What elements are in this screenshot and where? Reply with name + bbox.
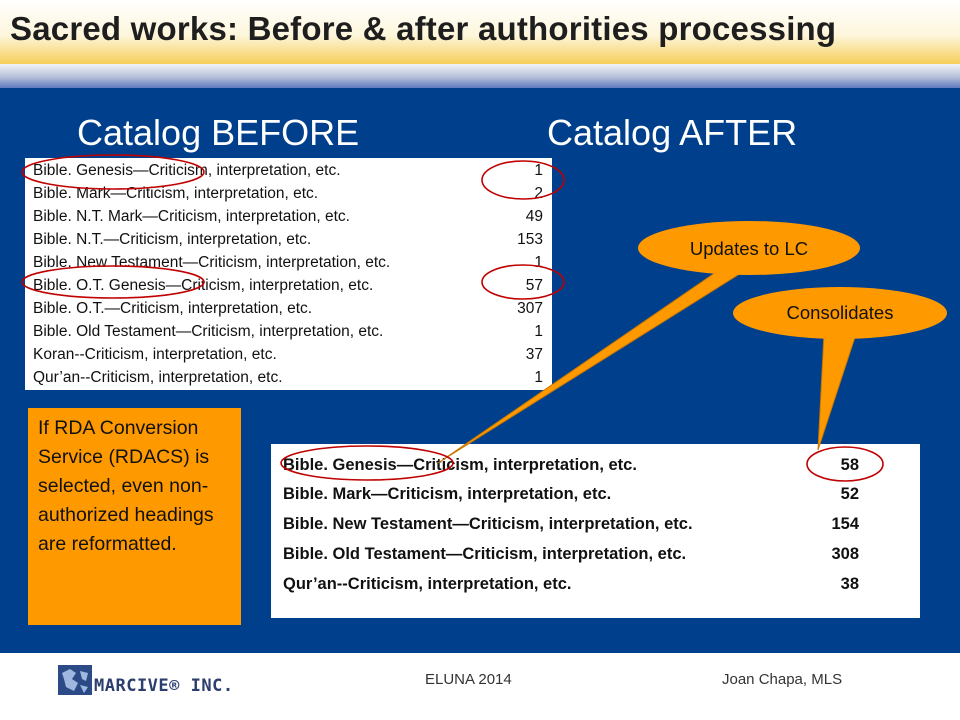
row-heading: Bible. N.T. Mark—Criticism, interpretati… <box>33 208 350 225</box>
title-stripe <box>0 64 960 88</box>
row-count: 153 <box>517 231 543 248</box>
marcive-logo <box>58 665 92 695</box>
row-heading: Bible. Genesis—Criticism, interpretation… <box>283 456 637 474</box>
row-count: 307 <box>517 300 543 317</box>
after-table: Bible. Genesis—Criticism, interpretation… <box>271 444 920 618</box>
table-row: Bible. Old Testament—Criticism, interpre… <box>33 323 543 346</box>
row-heading: Bible. N.T.—Criticism, interpretation, e… <box>33 231 312 248</box>
row-heading: Bible. New Testament—Criticism, interpre… <box>33 254 391 271</box>
row-heading: Qur’an--Criticism, interpretation, etc. <box>33 369 283 386</box>
table-row: Koran--Criticism, interpretation, etc. 3… <box>33 346 543 369</box>
rdacs-note: If RDA Conversion Service (RDACS) is sel… <box>28 408 241 625</box>
row-count: 57 <box>525 277 543 294</box>
logo-text: MARCIVE® INC. <box>94 676 234 696</box>
slide-title: Sacred works: Before & after authorities… <box>10 10 837 47</box>
row-count: 308 <box>831 545 859 563</box>
row-heading: Bible. O.T. Genesis—Criticism, interpret… <box>33 277 374 294</box>
row-heading: Bible. Old Testament—Criticism, interpre… <box>33 323 384 340</box>
row-heading: Bible. Old Testament—Criticism, interpre… <box>283 545 687 563</box>
table-row: Bible. N.T. Mark—Criticism, interpretati… <box>33 208 543 231</box>
table-row: Bible. Old Testament—Criticism, interpre… <box>283 545 859 571</box>
row-heading: Bible. Mark—Criticism, interpretation, e… <box>283 485 612 503</box>
table-row: Bible. Mark—Criticism, interpretation, e… <box>33 185 543 208</box>
row-count: 1 <box>534 162 543 179</box>
table-row: Qur’an--Criticism, interpretation, etc. … <box>33 369 543 392</box>
row-count: 49 <box>525 208 543 225</box>
table-row: Bible. N.T.—Criticism, interpretation, e… <box>33 231 543 254</box>
table-row: Bible. O.T.—Criticism, interpretation, e… <box>33 300 543 323</box>
table-row: Bible. Genesis—Criticism, interpretation… <box>283 456 859 482</box>
row-count: 1 <box>534 254 543 271</box>
row-count: 58 <box>840 456 859 474</box>
before-table: Bible. Genesis—Criticism, interpretation… <box>25 158 552 390</box>
row-count: 37 <box>525 346 543 363</box>
heading-catalog-before: Catalog BEFORE <box>77 112 360 153</box>
row-count: 52 <box>840 485 859 503</box>
footer-presenter: Joan Chapa, MLS <box>722 671 843 688</box>
row-heading: Bible. Genesis—Criticism, interpretation… <box>33 162 341 179</box>
table-row: Qur’an--Criticism, interpretation, etc. … <box>283 575 859 601</box>
table-row: Bible. Genesis—Criticism, interpretation… <box>33 162 543 185</box>
row-count: 1 <box>534 369 543 386</box>
table-row: Bible. New Testament—Criticism, interpre… <box>283 515 859 541</box>
row-count: 38 <box>840 575 859 593</box>
row-count: 2 <box>534 185 543 202</box>
row-heading: Koran--Criticism, interpretation, etc. <box>33 346 277 363</box>
table-row: Bible. O.T. Genesis—Criticism, interpret… <box>33 277 543 300</box>
table-row: Bible. New Testament—Criticism, interpre… <box>33 254 543 277</box>
footer <box>0 653 960 720</box>
row-heading: Bible. New Testament—Criticism, interpre… <box>283 515 693 533</box>
footer-conference: ELUNA 2014 <box>425 671 512 688</box>
rdacs-note-text: If RDA Conversion Service (RDACS) is sel… <box>38 417 214 555</box>
row-heading: Qur’an--Criticism, interpretation, etc. <box>283 575 572 593</box>
row-heading: Bible. Mark—Criticism, interpretation, e… <box>33 185 319 202</box>
row-count: 154 <box>831 515 859 533</box>
heading-catalog-after: Catalog AFTER <box>547 112 798 153</box>
row-count: 1 <box>534 323 543 340</box>
row-heading: Bible. O.T.—Criticism, interpretation, e… <box>33 300 313 317</box>
logo-globe-icon <box>58 665 92 695</box>
table-row: Bible. Mark—Criticism, interpretation, e… <box>283 485 859 511</box>
